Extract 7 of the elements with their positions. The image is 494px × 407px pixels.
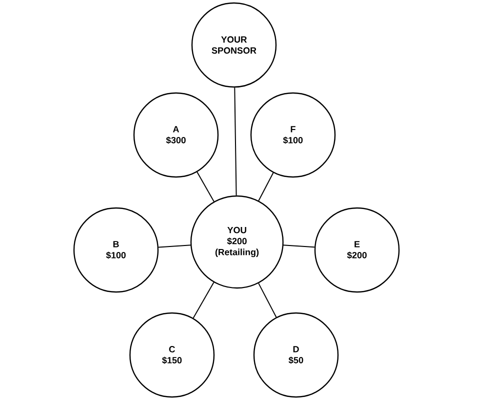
connector-line [234,87,237,196]
connector-line [258,282,277,318]
connector-line [258,172,274,202]
connector-line [192,282,214,319]
connector-line [196,172,214,202]
connector-line [283,244,315,248]
connector-line [158,244,191,248]
